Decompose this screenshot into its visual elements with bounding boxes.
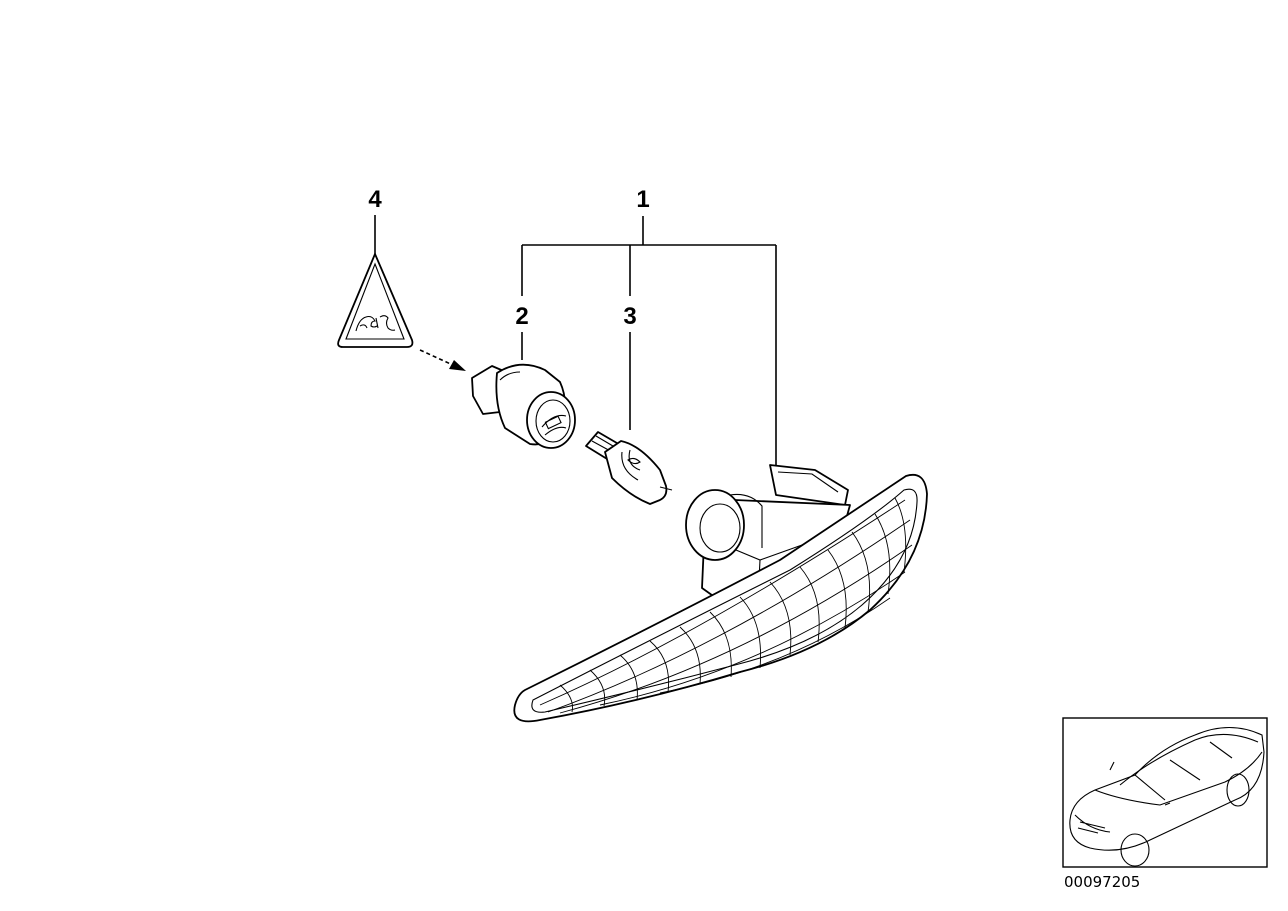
bulb-socket[interactable]: [471, 363, 576, 449]
diagram-number: 00097205: [1064, 873, 1140, 891]
leader-lines: [374, 215, 777, 470]
callout-4-label[interactable]: 4: [368, 186, 382, 213]
side-marker-lamp[interactable]: [513, 464, 928, 723]
wedge-bulb[interactable]: [585, 431, 673, 505]
callout-2-label[interactable]: 2: [515, 303, 528, 330]
callout-3-label[interactable]: 3: [623, 303, 636, 330]
callout-1-label[interactable]: 1: [636, 186, 649, 213]
arrow-icon: [419, 349, 466, 371]
lens-grid: [539, 497, 913, 714]
car-thumbnail-icon: [1062, 717, 1268, 868]
warning-triangle-icon[interactable]: [337, 253, 414, 348]
